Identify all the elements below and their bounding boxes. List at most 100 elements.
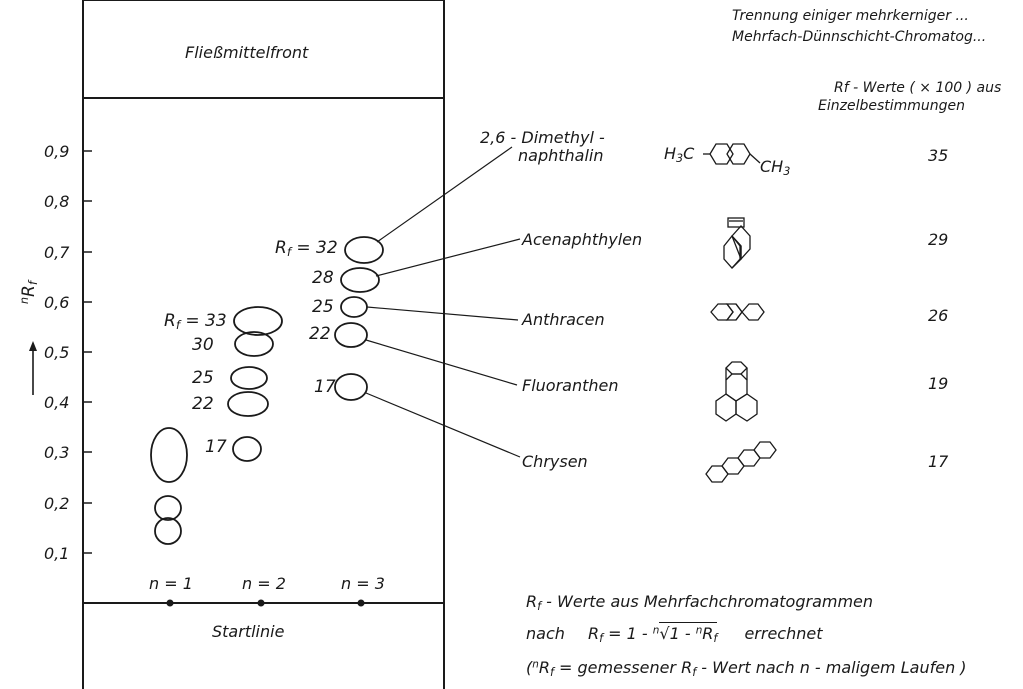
prefix: n: [532, 658, 539, 671]
spot: [154, 495, 182, 521]
root-radicand: √1 - nRf: [659, 622, 718, 645]
connector-lines: [365, 146, 521, 458]
rf-sub: f: [549, 665, 554, 679]
compound-name: Anthracen: [522, 310, 605, 329]
hex-ring: [710, 303, 734, 321]
note-text: - Werte aus Mehrfachchromatogrammen: [541, 592, 874, 611]
bond: [735, 303, 743, 321]
ring: [731, 225, 751, 261]
start-line-label: Startlinie: [212, 622, 285, 641]
rf-symbol: R: [587, 624, 600, 643]
y-axis: [29, 150, 92, 554]
y-tick-label: 0,2: [44, 494, 70, 513]
root-sub: f: [713, 631, 718, 645]
lane-3-value: 28: [312, 268, 334, 288]
note-eq: = 1 -: [603, 624, 653, 643]
spot: [344, 236, 384, 264]
lane-3-value: 25: [312, 297, 334, 317]
rf-value: = 32: [291, 238, 338, 258]
lane-2-value: 17: [205, 437, 227, 457]
lane-3-value: 22: [309, 324, 331, 344]
compounds-header-line-2: Einzelbestimmungen: [818, 98, 966, 114]
compound-rf-value: 19: [928, 374, 949, 393]
rf-symbol: R: [275, 238, 287, 258]
rf-value: = 33: [180, 311, 227, 331]
spot: [340, 267, 380, 293]
root-index: n: [652, 624, 660, 637]
lane-1-label: n = 1: [149, 574, 193, 593]
structure-acenaphthylen: [723, 217, 751, 269]
hex-ring: [741, 303, 765, 321]
structure-anthracen: [710, 303, 765, 321]
lane-1-spots: [150, 427, 188, 545]
lane-3-spots: [334, 236, 384, 401]
compound-rf-value: 35: [928, 146, 949, 165]
lane-2-value: 30: [192, 335, 214, 355]
start-point-lane-3: [357, 599, 365, 607]
compound-rf-value: 17: [928, 452, 949, 471]
spot: [340, 296, 368, 318]
structure-chrysen: [705, 441, 777, 483]
start-point-lane-2: [257, 599, 265, 607]
spot: [234, 331, 274, 357]
hex-ring: [705, 465, 729, 483]
caption-line-1: Trennung einiger mehrkerniger ...: [732, 8, 969, 24]
y-axis-main: R: [19, 285, 40, 297]
hex-ring: [753, 441, 777, 459]
hex-ring: [726, 143, 751, 165]
y-axis-label: nRf: [18, 281, 40, 304]
root-prefix: n: [695, 624, 703, 637]
lane-2-value: 22: [192, 394, 214, 414]
lane-2-value: 25: [192, 368, 214, 388]
lane-3-label: n = 3: [341, 574, 385, 593]
y-tick-label: 0,5: [44, 343, 70, 362]
spot: [233, 306, 283, 336]
compound-name: Chrysen: [522, 452, 588, 471]
spot: [227, 391, 269, 417]
y-tick-label: 0,4: [44, 393, 70, 412]
hex-ring: [725, 303, 743, 321]
connector-line: [365, 339, 518, 386]
lane-2-label: n = 2: [242, 574, 286, 593]
connector-line: [366, 306, 519, 321]
formula-sub: 3: [676, 151, 684, 165]
y-tick-label: 0,6: [44, 293, 70, 312]
formula-ch: CH: [760, 157, 784, 176]
formula-note-line-3: (nRf = gemessener Rf - Wert nach n - mal…: [526, 658, 967, 679]
hex-ring: [737, 449, 761, 467]
y-tick-label: 0,1: [44, 544, 70, 563]
spot: [232, 436, 262, 462]
compounds-header-line-1: Rf - Werte ( × 100 ) aus: [834, 80, 1002, 96]
note-errechnet: errechnet: [744, 624, 823, 643]
y-axis-sub: f: [26, 280, 41, 286]
rf-symbol: R: [164, 311, 176, 331]
hex-ring: [709, 143, 734, 165]
formula-sub: 3: [783, 164, 791, 178]
note-text: = gemessener: [553, 658, 682, 677]
hex-ring: [735, 393, 758, 422]
compound-name: Fluoranthen: [522, 376, 619, 395]
inner: [731, 235, 742, 269]
note-nach: nach: [526, 624, 565, 643]
formula-c: C: [683, 144, 695, 163]
lane-3-value: 17: [314, 377, 336, 397]
hex-ring: [715, 393, 737, 422]
lane-3-rf-label: Rf = 32: [275, 238, 338, 259]
connector-line: [365, 392, 521, 458]
root-text: 1 -: [669, 624, 696, 643]
compound-name: Acenaphthylen: [522, 230, 643, 249]
spot: [154, 517, 182, 545]
structure-dimethylnaphthalin: [703, 143, 761, 165]
rf-sub: f: [286, 244, 291, 259]
lane-2-rf-label: Rf = 33: [164, 311, 227, 332]
formula-h: H: [664, 144, 677, 163]
y-tick-label: 0,8: [44, 192, 70, 211]
y-tick-label: 0,3: [44, 443, 70, 462]
formula-left: H3C: [664, 144, 694, 165]
rf-sub: f: [599, 631, 604, 645]
structure-fluoranthen: [715, 361, 758, 422]
compound-name: 2,6 - Dimethyl -: [480, 128, 605, 147]
bond: [749, 153, 761, 164]
compound-name: naphthalin: [518, 146, 604, 165]
